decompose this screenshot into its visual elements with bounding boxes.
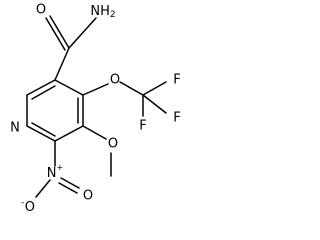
- bond-o-cf3: [119, 81, 144, 96]
- atom-label-nh2: NH2: [90, 4, 115, 21]
- atom-label-o-nitro-minus: O-: [21, 198, 35, 215]
- bond-c4-o: [82, 83, 109, 96]
- atom-label-f-bottom: F: [139, 119, 146, 134]
- bond-ring-c6-c5: [54, 125, 84, 142]
- bond-c-f1: [142, 81, 167, 96]
- bond-ring-c3-c4: [54, 79, 84, 96]
- atom-label-n-pyridine: N: [10, 121, 20, 136]
- molecule-structure-diagram: NH2 O O F F F N O N+ O O-: [10, 3, 181, 215]
- atom-label-o-methoxy: O: [108, 137, 118, 152]
- atom-label-o-nitro-double: O: [83, 189, 93, 204]
- bond-n-o-double-1: [60, 177, 80, 189]
- bond-n-o-single: [35, 179, 51, 198]
- atom-label-f-right: F: [173, 73, 180, 88]
- bond-ring-n1-c6: [26, 125, 56, 142]
- bond-n-o-double-2: [58, 182, 78, 194]
- atom-label-o-ether-cf3: O: [110, 73, 120, 88]
- bond-ring-n1-c6-inner: [31, 122, 56, 137]
- bonds: [26, 15, 167, 198]
- bond-c-f2: [142, 94, 167, 114]
- atom-label-f-lower-right: F: [173, 111, 180, 126]
- bond-ring-c3-c2: [26, 79, 56, 96]
- bond-ring-c3-c2-inner: [31, 85, 56, 100]
- bond-c5-o: [82, 125, 107, 140]
- bond-amide-cn: [68, 17, 97, 49]
- atom-labels: NH2 O O F F F N O N+ O O-: [10, 3, 181, 215]
- atom-label-n-nitro: N+: [47, 163, 63, 181]
- bond-amide-co-1: [49, 15, 70, 49]
- bond-amide-co-2: [45, 17, 66, 51]
- atom-label-o-carbonyl: O: [36, 3, 46, 18]
- bond-amide-ring: [54, 47, 70, 81]
